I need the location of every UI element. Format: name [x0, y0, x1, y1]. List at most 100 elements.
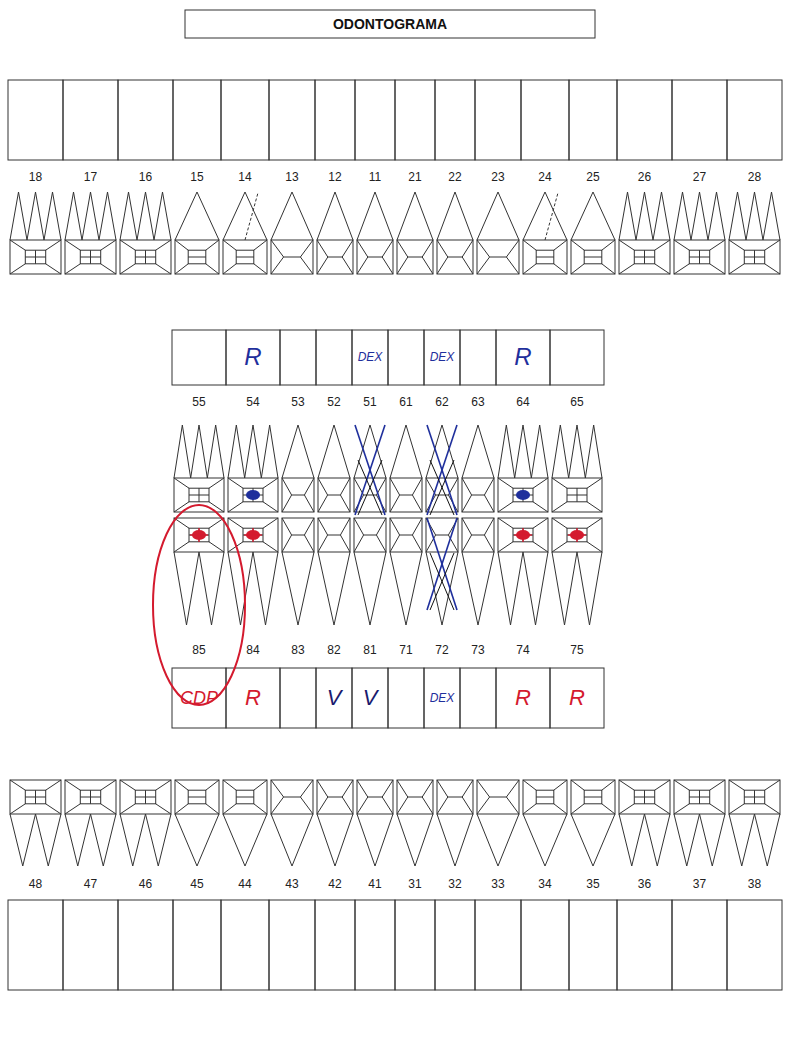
tooth-line: [554, 264, 567, 274]
tooth-root: [691, 192, 708, 240]
tooth-line: [506, 797, 519, 814]
tooth-line: [282, 535, 292, 552]
tooth-line: [209, 502, 224, 512]
tooth-line: [174, 542, 189, 552]
tooth-line: [340, 478, 350, 495]
tooth-line: [448, 257, 462, 258]
tooth-line: [602, 780, 615, 790]
tooth-line: [156, 804, 171, 814]
tooth-line: [174, 478, 189, 488]
tooth-number: 28: [748, 171, 761, 183]
tooth-line: [710, 804, 725, 814]
tooth-line: [282, 518, 292, 535]
tooth-line: [523, 528, 524, 542]
notes-cell: [435, 900, 475, 990]
tooth-number: 15: [190, 171, 203, 183]
tooth-line: [436, 535, 449, 536]
tooth-line: [342, 780, 353, 797]
tooth-line: [188, 257, 206, 258]
tooth-line: [472, 535, 485, 536]
tooth-line: [300, 240, 313, 257]
tooth-root: [318, 425, 350, 478]
finding-code: R: [244, 345, 261, 369]
tooth-line: [577, 488, 578, 502]
tooth-line: [427, 518, 457, 610]
tooth-number: 73: [471, 644, 484, 656]
lesion-mark: [516, 490, 530, 500]
crown-outline: [354, 478, 386, 512]
tooth-line: [674, 240, 689, 250]
tooth-line: [354, 535, 364, 552]
tooth-line: [101, 240, 116, 250]
tooth-number: 26: [638, 171, 651, 183]
tooth-line: [587, 542, 602, 552]
tooth-root: [357, 814, 393, 866]
tooth-line: [317, 780, 328, 797]
tooth-line: [199, 488, 200, 502]
tooth-line: [46, 264, 61, 274]
tooth-number: 53: [291, 396, 304, 408]
tooth-line: [412, 495, 422, 512]
occlusal-face: [689, 250, 709, 264]
title-box: [185, 10, 595, 38]
tooth-root: [223, 814, 267, 866]
tooth-line: [602, 264, 615, 274]
tooth-line: [437, 780, 448, 797]
tooth-root: [174, 425, 191, 478]
tooth-number: 42: [328, 878, 341, 890]
tooth-number: 33: [491, 878, 504, 890]
tooth-line: [545, 192, 558, 240]
notes-cell: [280, 330, 316, 385]
tooth-line: [552, 502, 567, 512]
tooth-root: [645, 814, 671, 866]
tooth-number: 11: [369, 171, 381, 183]
crown-outline: [10, 240, 61, 274]
tooth-line: [263, 542, 278, 552]
occlusal-face: [189, 528, 209, 542]
notes-cell: [355, 900, 395, 990]
crown-outline: [437, 780, 473, 814]
occlusal-face: [536, 790, 554, 804]
tooth-number: 48: [29, 878, 42, 890]
tooth-line: [328, 495, 341, 496]
tooth-line: [364, 535, 377, 536]
tooth-line: [390, 518, 400, 535]
notes-cell: [424, 330, 460, 385]
tooth-root: [577, 552, 602, 625]
tooth-line: [587, 478, 602, 488]
notes-cell: [173, 80, 221, 160]
tooth-root: [175, 192, 219, 240]
tooth-root: [99, 192, 116, 240]
tooth-line: [382, 240, 393, 257]
tooth-line: [382, 797, 393, 814]
tooth-line: [437, 797, 448, 814]
tooth-root: [531, 425, 548, 478]
tooth-number: 36: [638, 878, 651, 890]
tooth-line: [271, 257, 284, 274]
tooth-root: [282, 425, 314, 478]
tooth-line: [437, 240, 448, 257]
crown-outline: [390, 478, 422, 512]
occlusal-face: [634, 250, 654, 264]
tooth-line: [655, 804, 670, 814]
tooth-root: [498, 552, 523, 625]
tooth-root: [44, 192, 61, 240]
tooth-root: [636, 192, 653, 240]
tooth-line: [619, 804, 634, 814]
tooth-line: [584, 257, 602, 258]
tooth-line: [422, 797, 433, 814]
tooth-number: 72: [435, 644, 448, 656]
tooth-root: [674, 814, 700, 866]
tooth-root: [390, 552, 422, 625]
tooth-line: [206, 240, 219, 250]
tooth-line: [364, 495, 377, 496]
tooth-line: [577, 528, 578, 542]
tooth-line: [317, 257, 328, 274]
tooth-line: [304, 478, 314, 495]
tooth-root: [120, 814, 146, 866]
notes-cell: [172, 668, 226, 728]
tooth-root: [619, 192, 636, 240]
tooth-root: [207, 425, 224, 478]
tooth-line: [228, 518, 243, 528]
